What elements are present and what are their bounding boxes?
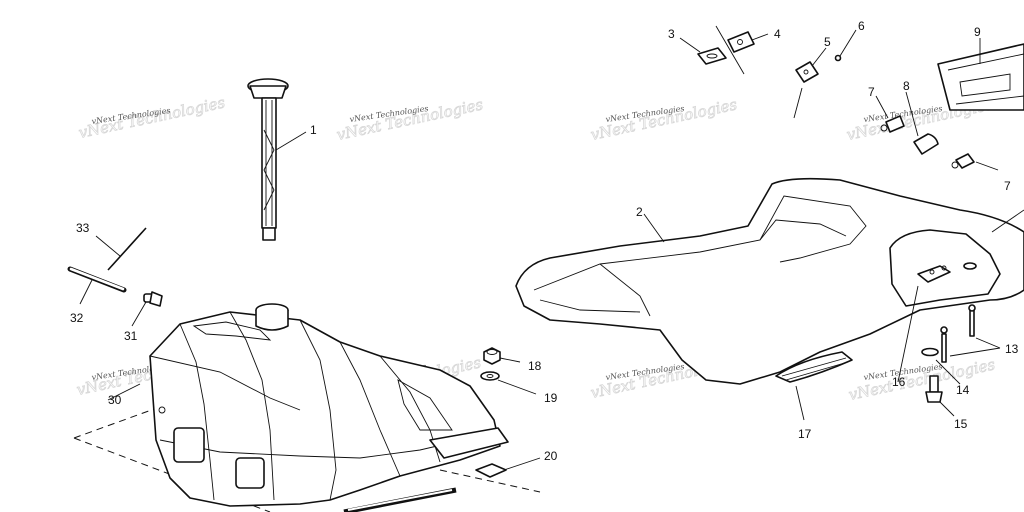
callout-14: 14 xyxy=(956,383,970,397)
callout-3: 3 xyxy=(668,27,675,41)
callout-1: 1 xyxy=(310,123,317,137)
washer-14 xyxy=(921,347,939,357)
callout-2: 2 xyxy=(636,205,643,219)
washer xyxy=(480,371,500,381)
callout-8: 8 xyxy=(903,79,910,93)
fuel-tank xyxy=(73,303,541,512)
callout-32: 32 xyxy=(70,311,84,325)
callout-31: 31 xyxy=(124,329,138,343)
vent-valve xyxy=(143,291,163,307)
leader-lines xyxy=(79,29,1024,471)
bulb-7-upper xyxy=(880,115,905,133)
callout-15: 15 xyxy=(954,417,968,431)
rod xyxy=(67,266,127,293)
watermark-3: vNext Technologies vNext Technologies xyxy=(589,95,740,144)
bulb-8 xyxy=(913,133,939,155)
pad xyxy=(475,463,507,478)
bolts-13 xyxy=(940,304,976,363)
callout-17: 17 xyxy=(798,427,812,441)
bracket-3 xyxy=(697,25,745,75)
callout-20: 20 xyxy=(544,449,558,463)
watermark-8: vNext Technologies vNext Technologies xyxy=(847,355,998,404)
callout-33: 33 xyxy=(76,221,90,235)
watermark-1: vNext Technologies vNext Technologies xyxy=(77,93,228,142)
callout-6: 6 xyxy=(858,19,865,33)
strap xyxy=(343,487,457,512)
callout-19: 19 xyxy=(544,391,558,405)
taillight-housing xyxy=(937,43,1024,111)
callout-16: 16 xyxy=(892,375,906,389)
seat xyxy=(515,177,1024,385)
fuel-sender xyxy=(247,78,289,241)
callout-5: 5 xyxy=(824,35,831,49)
screw-6 xyxy=(834,54,842,62)
callout-labels: 1 2 3 4 5 6 7 8 7 9 13 14 15 16 17 18 19… xyxy=(70,19,1019,463)
callout-4: 4 xyxy=(774,27,781,41)
bracket-4 xyxy=(727,31,755,53)
bracket-5 xyxy=(793,61,819,119)
bulb-7-lower xyxy=(951,153,975,169)
callout-30: 30 xyxy=(108,393,122,407)
nut xyxy=(483,347,501,365)
drain-hose xyxy=(107,227,147,271)
watermark-2: vNext Technologies vNext Technologies xyxy=(335,95,486,144)
callout-7-lower: 7 xyxy=(1004,179,1011,193)
callout-18: 18 xyxy=(528,359,542,373)
callout-7-upper: 7 xyxy=(868,85,875,99)
callout-9: 9 xyxy=(974,25,981,39)
callout-13: 13 xyxy=(1005,342,1019,356)
